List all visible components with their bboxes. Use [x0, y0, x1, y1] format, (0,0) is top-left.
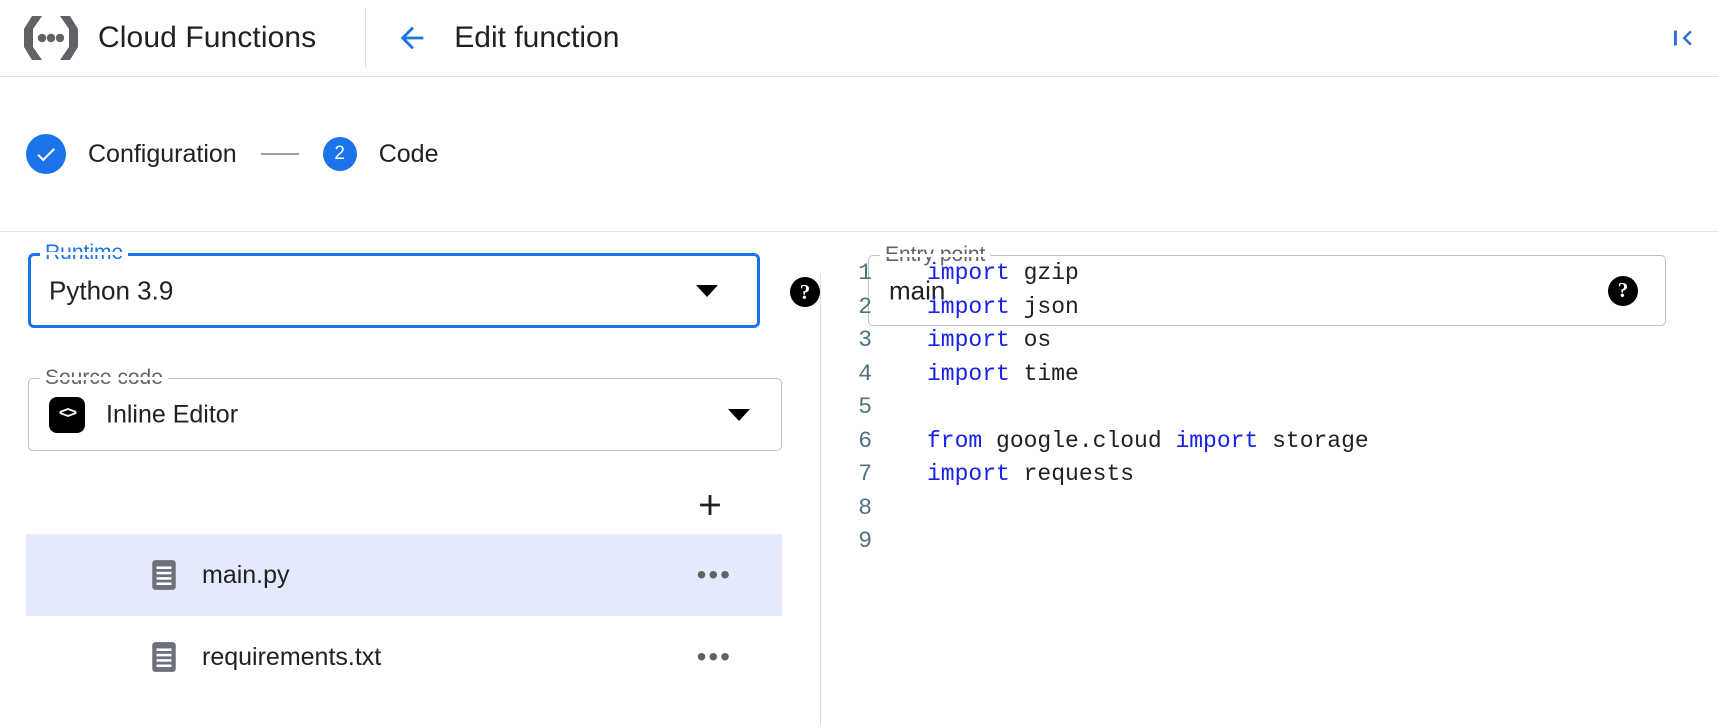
code-keyword: import — [927, 461, 1010, 487]
runtime-help-button[interactable]: ? — [790, 277, 820, 307]
line-number: 9 — [858, 528, 872, 554]
code-identifier: time — [1009, 360, 1079, 387]
step-complete-badge — [26, 134, 66, 174]
file-list-item-main-py[interactable]: main.py ••• — [26, 534, 782, 616]
file-list-item-requirements-txt[interactable]: requirements.txt ••• — [26, 616, 782, 698]
stepper-step-code[interactable]: 2 Code — [322, 137, 439, 171]
code-line: 2 import json — [830, 294, 1718, 328]
plus-icon — [700, 495, 720, 515]
code-line: 3 import os — [830, 327, 1718, 361]
collapse-panel-button[interactable] — [1660, 16, 1704, 60]
code-line: 7 import requests — [830, 461, 1718, 495]
runtime-select[interactable]: Runtime Python 3.9 — [28, 240, 760, 328]
code-text: import time — [927, 361, 1079, 387]
code-identifier: json — [1009, 293, 1079, 320]
file-list: main.py ••• requirements.txt ••• — [26, 534, 782, 698]
check-icon — [37, 148, 55, 162]
entry-point-input[interactable]: Entry point main ? — [868, 242, 1666, 326]
code-keyword: from — [927, 427, 983, 454]
code-identifier: storage — [1258, 427, 1369, 454]
field-label-notch — [40, 377, 168, 380]
code-text: from google.cloud import storage — [927, 428, 1369, 454]
code-line: 5 — [830, 394, 1718, 428]
code-text — [927, 495, 941, 521]
code-keyword: import — [1175, 427, 1259, 454]
runtime-value: Python 3.9 — [49, 275, 174, 305]
app-header: Cloud Functions Edit function — [0, 0, 1718, 77]
code-line: 8 — [830, 495, 1718, 529]
line-number: 3 — [858, 327, 872, 353]
code-line: 4 import time — [830, 361, 1718, 395]
code-identifier: requests — [1009, 461, 1135, 487]
code-identifier: google.cloud — [982, 427, 1176, 454]
collapse-panel-left-icon — [1674, 30, 1692, 46]
code-keyword: import — [927, 293, 1010, 320]
field-label-notch — [880, 254, 990, 257]
source-code-value: Inline Editor — [106, 400, 239, 428]
back-button[interactable] — [388, 14, 436, 62]
cloud-functions-logo — [24, 16, 78, 60]
line-number: 1 — [858, 260, 872, 286]
code-text — [927, 528, 941, 554]
help-icon: ? — [790, 277, 820, 307]
code-keyword: import — [927, 260, 1010, 286]
file-name: requirements.txt — [202, 642, 382, 671]
line-number: 7 — [858, 461, 872, 487]
code-line: 6 from google.cloud import storage — [830, 428, 1718, 462]
source-code-select[interactable]: Source code <> Inline Editor — [28, 365, 782, 451]
panel-divider — [820, 274, 821, 725]
file-more-button[interactable]: ••• — [696, 641, 732, 672]
chevron-down-icon[interactable] — [728, 408, 750, 421]
code-text — [927, 394, 941, 420]
line-number: 6 — [858, 427, 872, 454]
field-label-notch — [40, 252, 128, 255]
file-icon — [152, 560, 176, 590]
line-number: 8 — [858, 494, 872, 521]
add-file-button[interactable] — [690, 485, 730, 525]
main-content: Runtime Python 3.9 ? Entry point main ? … — [0, 232, 1718, 725]
code-text: import requests — [927, 461, 1134, 487]
entry-point-help-button[interactable]: ? — [1608, 275, 1638, 306]
code-line: 1 import gzip — [830, 260, 1718, 294]
brand[interactable]: Cloud Functions — [0, 0, 316, 76]
line-number: 5 — [858, 394, 872, 420]
line-number: 4 — [858, 360, 872, 387]
help-icon: ? — [1608, 275, 1638, 306]
code-text: import gzip — [927, 260, 1079, 286]
code-identifier: os — [1009, 327, 1052, 353]
stepper-label-code: Code — [378, 139, 439, 168]
line-number: 2 — [858, 293, 872, 320]
code-line: 9 — [830, 528, 1718, 562]
file-more-button[interactable]: ••• — [696, 559, 732, 590]
code-identifier: gzip — [1009, 260, 1079, 286]
code-text: import json — [927, 294, 1079, 320]
code-editor[interactable]: 1 import gzip 2 import json 3 import os 4 impor… — [830, 260, 1718, 725]
brand-title: Cloud Functions — [98, 21, 317, 54]
stepper-connector — [260, 153, 299, 155]
code-text: import os — [927, 327, 1051, 353]
step-number-badge: 2 — [322, 137, 357, 171]
code-keyword: import — [927, 360, 1010, 387]
entry-point-value: main — [889, 275, 946, 305]
header-divider — [365, 8, 367, 68]
file-toolbar — [28, 467, 782, 543]
stepper-step-configuration[interactable]: Configuration — [26, 134, 237, 174]
code-keyword: import — [927, 327, 1010, 353]
file-icon — [152, 642, 176, 672]
arrow-left-icon — [400, 26, 424, 50]
wizard-stepper: Configuration 2 Code — [0, 77, 1718, 232]
stepper-label-configuration: Configuration — [88, 139, 237, 168]
chevron-down-icon[interactable] — [696, 284, 718, 297]
page-title: Edit function — [454, 21, 620, 54]
file-name: main.py — [202, 560, 290, 589]
inline-editor-code-icon: <> — [49, 396, 85, 433]
